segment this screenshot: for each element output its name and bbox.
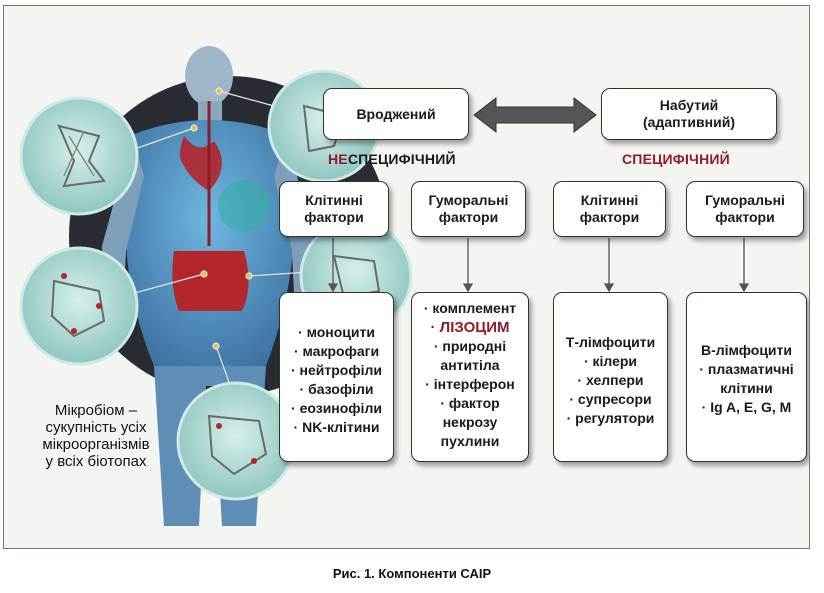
acquired-label: Набутий (659, 97, 719, 113)
liver-organ (218, 180, 270, 232)
microbiome-line: сукупність усіх (45, 419, 147, 436)
nonspecific-prefix: НЕ (328, 151, 348, 167)
microbiome-line: мікроорганізмів (42, 436, 150, 453)
factors-label: фактори (304, 209, 364, 225)
factors-label: фактори (579, 209, 640, 225)
factors-label: фактори (438, 209, 499, 225)
heart-lungs (180, 136, 222, 191)
microbe-circle-1 (19, 96, 139, 216)
factors-label: фактори (715, 209, 775, 225)
list-item: пухлини (440, 433, 500, 449)
adaptive-cellular-factors-box: Клітинні фактори (553, 181, 666, 237)
innate-humoral-factors-box: Гуморальні фактори (411, 181, 526, 237)
cellular-label: Клітинні (305, 192, 363, 208)
list-item: клітини (720, 380, 773, 396)
list-item: · базофіли (299, 381, 374, 397)
list-item: · кілери (583, 353, 638, 369)
list-item: · нейтрофіли (291, 362, 382, 378)
figure-caption: Рис. 1. Компоненти САІР (332, 566, 492, 581)
list-item: · комплемент (423, 300, 517, 316)
list-item: антитіла (440, 357, 500, 373)
diagram-frame: Вроджений Набутий (адаптивний) НЕСПЕЦИФІ… (3, 5, 810, 549)
list-item: · еозинофіли (291, 400, 382, 416)
connector-arrows (327, 238, 750, 293)
microbe-circle-3 (19, 246, 139, 366)
list-item: · плазматичні (699, 361, 794, 377)
lysozyme-highlight: · ЛІЗОЦИМ (430, 319, 510, 336)
list-item: · регулятори (566, 410, 655, 426)
list-item: · супресори (569, 391, 652, 407)
adaptive-cellular-list: Т-лімфоцити · кілери · хелпери · супресо… (553, 292, 668, 462)
innate-cellular-list: · моноцити · макрофаги · нейтрофіли · ба… (279, 292, 394, 462)
list-item: · природні (433, 338, 507, 354)
specific-label: СПЕЦИФІЧНИЙ (622, 151, 730, 167)
humoral-label: Гуморальні (705, 192, 785, 208)
double-arrow-icon (473, 96, 597, 134)
list-item: · моноцити (298, 324, 375, 340)
humoral-label: Гуморальні (428, 192, 509, 208)
list-item: · інтерферон (425, 376, 515, 392)
innate-box: Вроджений (323, 88, 469, 140)
innate-label: Вроджений (356, 105, 436, 122)
innate-humoral-list: · комплемент · ЛІЗОЦИМ · природні антиті… (411, 292, 529, 462)
microbiome-line: у всіх біотопах (45, 453, 147, 470)
illustration (19, 46, 750, 526)
adaptive-label: (адаптивний) (643, 114, 735, 130)
adaptive-humoral-list: В-лімфоцити · плазматичні клітини · Ig A… (686, 292, 807, 462)
list-item: В-лімфоцити (700, 342, 793, 358)
list-item: Т-лімфоцити (565, 334, 656, 350)
pointer-lines (123, 87, 325, 397)
adaptive-humoral-factors-box: Гуморальні фактори (686, 181, 804, 237)
list-item: · хелпери (577, 372, 644, 388)
microbiome-text: Мікробіом – сукупність усіх мікроорганіз… (16, 402, 176, 470)
list-item: · макрофаги (293, 343, 380, 359)
microbe-circle-5 (176, 381, 296, 501)
list-item: · NK-клітини (293, 419, 380, 435)
innate-cellular-factors-box: Клітинні фактори (279, 181, 389, 237)
nonspecific-rest: СПЕЦИФІЧНИЙ (347, 151, 456, 167)
intestine-organ (172, 251, 249, 311)
list-item: некрозу (442, 414, 498, 430)
microbiome-line: Мікробіом – (54, 402, 138, 419)
cellular-label: Клітинні (580, 192, 639, 208)
nonspecific-label: НЕСПЕЦИФІЧНИЙ (328, 151, 456, 167)
acquired-box: Набутий (адаптивний) (601, 88, 777, 140)
list-item: · Ig A, E, G, M (701, 399, 792, 415)
list-item: · фактор (440, 395, 500, 411)
